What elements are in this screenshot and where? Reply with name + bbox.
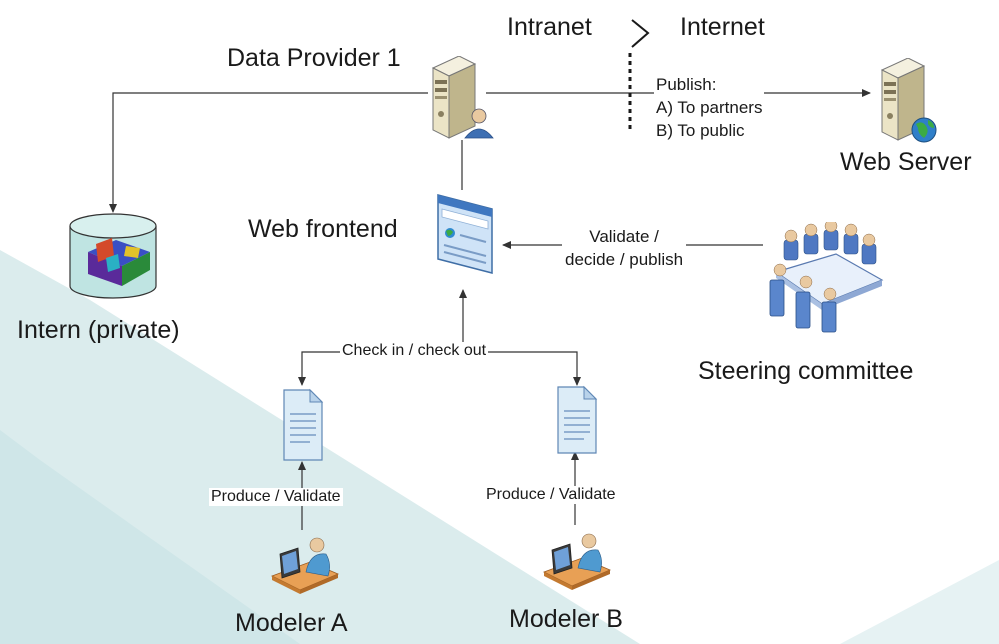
meeting-icon xyxy=(769,222,884,333)
steering-committee-label: Steering committee xyxy=(698,357,914,385)
intranet-label: Intranet xyxy=(507,13,592,41)
produce-validate-a-label: Produce / Validate xyxy=(209,488,343,506)
internet-label: Internet xyxy=(680,13,765,41)
web-server-label: Web Server xyxy=(840,148,972,176)
modeler-a-label: Modeler A xyxy=(235,609,348,637)
check-in-out-label: Check in / check out xyxy=(340,342,489,360)
database-icon xyxy=(69,213,157,299)
produce-validate-b-label: Produce / Validate xyxy=(484,486,618,504)
browser-window-icon xyxy=(437,194,493,274)
publish-option-b: B) To public xyxy=(656,121,745,140)
validate-line2: decide / publish xyxy=(565,250,684,269)
publish-label: Publish: A) To partners B) To public xyxy=(654,73,765,142)
web-server-icon xyxy=(880,58,937,143)
document-icon xyxy=(557,385,598,454)
boundary-chevron xyxy=(631,19,650,48)
server-user-icon xyxy=(431,56,494,139)
modeler-b-label: Modeler B xyxy=(509,605,623,633)
workstation-user-icon xyxy=(270,537,340,594)
document-icon xyxy=(283,388,324,461)
publish-title: Publish: xyxy=(656,75,717,94)
validate-decide-label: Validate / decide / publish xyxy=(562,225,687,271)
link-provider-to-intern xyxy=(109,92,428,213)
intern-db-label: Intern (private) xyxy=(17,316,180,344)
validate-line1: Validate / xyxy=(589,227,659,246)
data-provider-label: Data Provider 1 xyxy=(227,44,401,72)
link-checkin-right xyxy=(462,351,581,386)
publish-option-a: A) To partners xyxy=(656,98,763,117)
web-frontend-label: Web frontend xyxy=(248,215,398,243)
workstation-user-icon xyxy=(542,533,612,590)
